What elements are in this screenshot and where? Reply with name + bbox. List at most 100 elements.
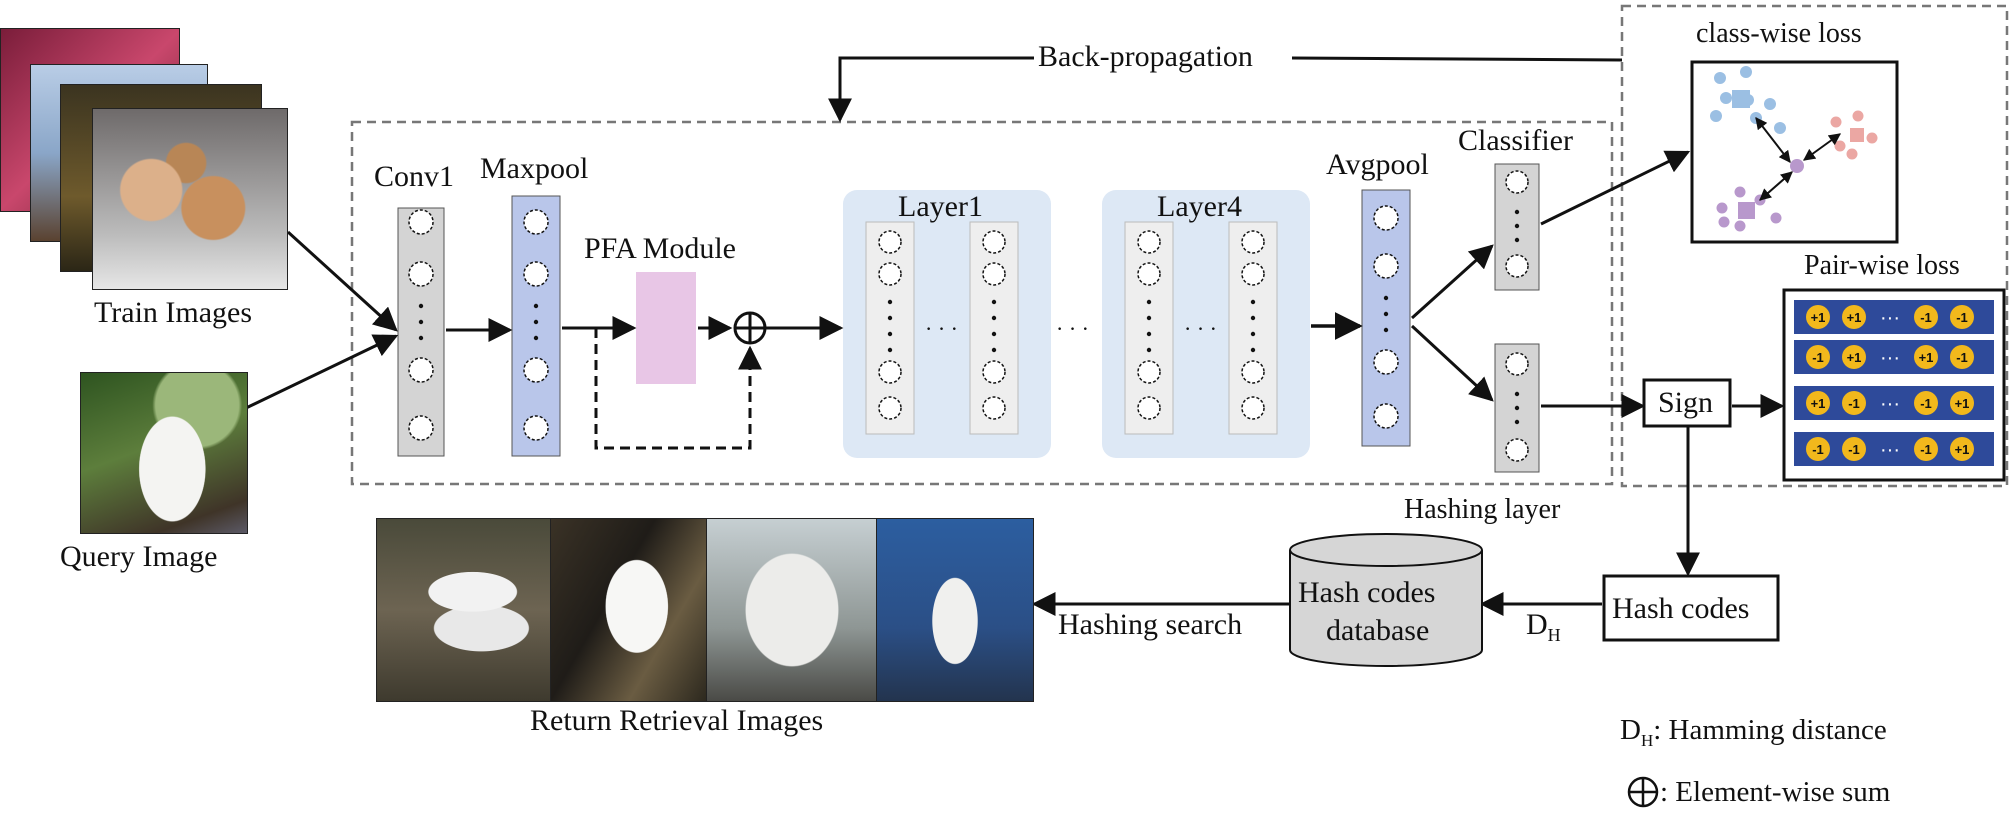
layer4-col-b-neuron bbox=[1241, 262, 1265, 286]
hash-bit-circle bbox=[1842, 391, 1866, 415]
purple-cluster-point bbox=[1770, 212, 1782, 224]
maxpool-neuron bbox=[523, 209, 549, 235]
maxpool-dot bbox=[533, 335, 539, 341]
avgpool-neuron bbox=[1373, 253, 1399, 279]
maxpool-neuron bbox=[523, 261, 549, 287]
legend-hamming-d: D bbox=[1620, 714, 1641, 746]
hash-bit-circle bbox=[1806, 437, 1830, 461]
layer4-col-a-dot bbox=[1146, 331, 1152, 337]
query-image-label: Query Image bbox=[60, 540, 218, 573]
layer1-col-a-neuron bbox=[878, 360, 902, 384]
layer4-label: Layer4 bbox=[1157, 190, 1242, 223]
class-wise-loss-label: class-wise loss bbox=[1696, 18, 1862, 49]
conv1-label: Conv1 bbox=[374, 160, 455, 193]
hash-bit-value: -1 bbox=[1848, 442, 1860, 457]
hash-bit-ellipsis: ··· bbox=[1880, 307, 1900, 329]
layer4-col-a-neuron bbox=[1137, 396, 1161, 420]
skip-connection-dashed bbox=[594, 328, 762, 450]
layer1-col-b-dot bbox=[991, 315, 997, 321]
hash-bit-circle bbox=[1914, 437, 1938, 461]
purple-cluster-center bbox=[1738, 202, 1755, 219]
cluster-distance-arrow bbox=[1759, 171, 1793, 201]
hash-bit-value: -1 bbox=[1956, 350, 1968, 365]
avgpool-neuron bbox=[1373, 349, 1399, 375]
back-propagation-arrow bbox=[828, 56, 1034, 123]
cluster-distance-arrow bbox=[1755, 117, 1791, 163]
hash-codes-box bbox=[1602, 574, 1780, 642]
hashing-neuron bbox=[1505, 352, 1529, 376]
legend-element-wise-sum: : Element-wise sum bbox=[1660, 776, 1891, 808]
result-image-4 bbox=[876, 518, 1034, 702]
anchor-point bbox=[1790, 159, 1804, 173]
element-wise-sum-symbol bbox=[733, 311, 767, 345]
layer1-dots: · · · bbox=[925, 316, 958, 341]
result-image-3 bbox=[706, 518, 878, 702]
back-propagation-line bbox=[1291, 56, 1623, 62]
hash-bit-value: +1 bbox=[1847, 310, 1862, 325]
hash-bit-circle bbox=[1842, 437, 1866, 461]
layer4-col-b-neuron bbox=[1241, 396, 1265, 420]
hash-bit-circle bbox=[1950, 391, 1974, 415]
red-cluster-center bbox=[1850, 128, 1864, 142]
hash-bit-circle bbox=[1806, 391, 1830, 415]
maxpool-neuron bbox=[523, 357, 549, 383]
hash-codes-label: Hash codes bbox=[1612, 592, 1750, 625]
maxpool-label: Maxpool bbox=[480, 152, 589, 185]
blue-cluster-point bbox=[1710, 110, 1722, 122]
layer1-col-a-dot bbox=[887, 331, 893, 337]
blue-cluster-point bbox=[1714, 72, 1726, 84]
hashing-dot bbox=[1514, 391, 1520, 397]
class-wise-loss-box bbox=[1690, 60, 1899, 244]
avgpool-to-hashing-arrow bbox=[1410, 324, 1494, 402]
red-cluster-point bbox=[1830, 116, 1842, 128]
hash-bit-value: -1 bbox=[1812, 350, 1824, 365]
pfa-module-block bbox=[636, 272, 696, 384]
back-propagation-label: Back-propagation bbox=[1038, 40, 1253, 73]
hash-bit-circle bbox=[1806, 345, 1830, 369]
layer4-col-a-dot bbox=[1146, 347, 1152, 353]
purple-cluster-point bbox=[1734, 220, 1746, 232]
avgpool-neuron bbox=[1373, 205, 1399, 231]
classifier-label: Classifier bbox=[1458, 124, 1573, 157]
train-images-label: Train Images bbox=[94, 296, 253, 329]
hash-bit-value: -1 bbox=[1848, 396, 1860, 411]
hash-bit-circle bbox=[1950, 345, 1974, 369]
layer1-col-b-neuron bbox=[982, 360, 1006, 384]
legend-hamming-text: : Hamming distance bbox=[1653, 714, 1887, 746]
classifier-dot bbox=[1514, 209, 1520, 215]
conv1-dot bbox=[418, 303, 424, 309]
layer1-label: Layer1 bbox=[898, 190, 983, 223]
conv1-neuron bbox=[408, 209, 434, 235]
cluster-plot bbox=[1710, 66, 1878, 232]
train-to-conv1-arrow bbox=[286, 230, 398, 332]
maxpool-block bbox=[511, 195, 561, 457]
cluster-distance-arrow bbox=[1803, 133, 1841, 161]
layer4-col-a-neuron bbox=[1137, 360, 1161, 384]
layer4-col-b-neuron bbox=[1241, 360, 1265, 384]
maxpool-dot bbox=[533, 303, 539, 309]
blue-cluster-point bbox=[1720, 92, 1732, 104]
layer1-col-b-dot bbox=[991, 347, 997, 353]
hash-bit-circle bbox=[1914, 345, 1938, 369]
conv1-dot bbox=[418, 319, 424, 325]
layer4-col-a-neuron bbox=[1137, 262, 1161, 286]
layer1-col-b-dot bbox=[991, 299, 997, 305]
layer4-col-a-dot bbox=[1146, 299, 1152, 305]
blue-cluster-point bbox=[1774, 122, 1786, 134]
hamming-distance-symbol: DH bbox=[1526, 610, 1561, 645]
avgpool-dot bbox=[1383, 311, 1389, 317]
hash-bit-ellipsis: ··· bbox=[1880, 393, 1900, 415]
hash-bit-value: +1 bbox=[1955, 396, 1970, 411]
hash-database-cylinder bbox=[1289, 533, 1483, 667]
layer1-col-a-dot bbox=[887, 315, 893, 321]
return-retrieval-images-label: Return Retrieval Images bbox=[530, 704, 824, 737]
train-image-dogs bbox=[92, 108, 288, 290]
result-image-2 bbox=[550, 518, 708, 702]
red-cluster-point bbox=[1834, 140, 1846, 152]
blue-cluster-point bbox=[1764, 98, 1776, 110]
avgpool-label: Avgpool bbox=[1326, 148, 1429, 181]
layer4-col-b-neuron bbox=[1241, 230, 1265, 254]
red-cluster-point bbox=[1866, 132, 1878, 144]
hash-bit-value: -1 bbox=[1920, 396, 1932, 411]
